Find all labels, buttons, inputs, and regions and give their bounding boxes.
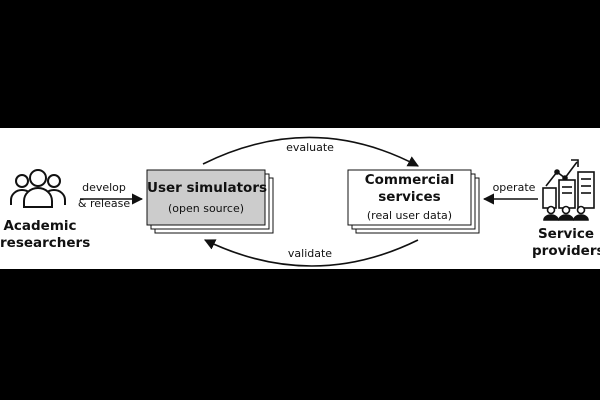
service-providers-label: Service providers — [532, 226, 600, 260]
release-label-line2: & release — [77, 197, 131, 210]
simulators-subtitle: (open source) — [167, 202, 245, 215]
company-buildings-icon — [542, 159, 595, 221]
commercial-box-text: Commercial services (real user data) — [348, 172, 471, 223]
validate-arrow — [203, 239, 419, 267]
evaluate-label: evaluate — [286, 141, 334, 154]
operate-label: operate — [492, 181, 536, 194]
academic-label-line1: Academic — [3, 218, 77, 234]
academic-label-line2: researchers — [0, 235, 91, 251]
commercial-title-line2: services — [378, 189, 441, 205]
people-group-icon — [10, 169, 66, 208]
service-label-line1: Service — [537, 226, 595, 242]
develop-release-label: develop & release — [74, 180, 134, 212]
academic-researchers-label: Academic researchers — [0, 218, 91, 252]
develop-label-line1: develop — [82, 181, 126, 194]
commercial-title-line1: Commercial — [364, 172, 455, 188]
evaluate-arrow — [202, 136, 419, 167]
simulators-box-text: User simulators (open source) — [147, 180, 268, 216]
commercial-box-stack — [347, 169, 480, 234]
commercial-subtitle: (real user data) — [366, 209, 453, 222]
providers-label-line2: providers — [532, 243, 600, 259]
simulators-title: User simulators — [147, 180, 268, 196]
validate-label: validate — [287, 247, 333, 260]
simulators-box-stack — [146, 169, 274, 234]
